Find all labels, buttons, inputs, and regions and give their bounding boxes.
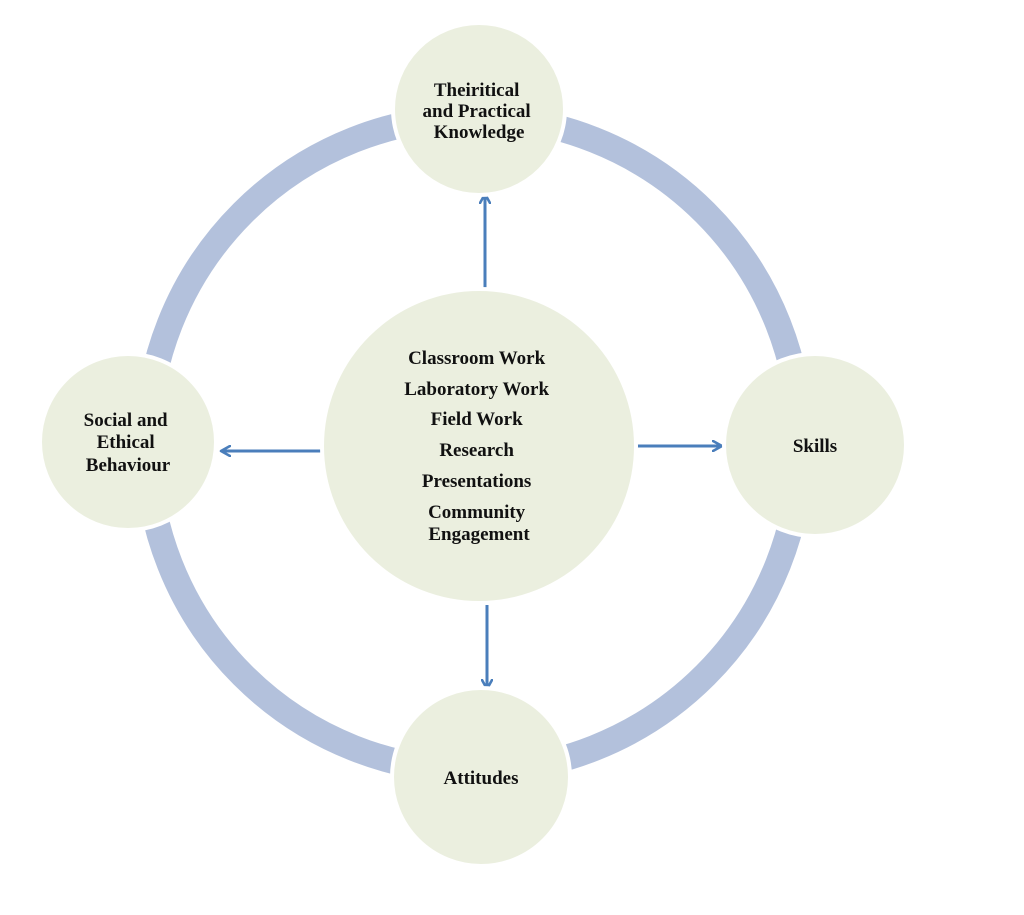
node-right-circle: [722, 352, 908, 538]
center-item-presentations: Presentations: [422, 471, 531, 492]
node-right: Skills: [722, 352, 908, 538]
node-top-line-3: Knowledge: [434, 122, 525, 143]
node-right-line-1: Skills: [793, 436, 837, 457]
center-item-classroom-work: Classroom Work: [408, 348, 545, 369]
center-item-community: Community: [428, 502, 526, 523]
node-bottom-label: Attitudes: [444, 768, 519, 789]
node-left-line-3: Behaviour: [86, 455, 171, 476]
node-right-label: Skills: [793, 436, 837, 457]
node-bottom: Attitudes: [390, 686, 572, 868]
center-item-laboratory-work: Laboratory Work: [404, 379, 549, 400]
center-item-engagement: Engagement: [428, 524, 530, 545]
node-top: Theiritical and Practical Knowledge: [391, 21, 567, 197]
center-activities-list: Classroom Work Laboratory Work Field Wor…: [404, 348, 554, 545]
node-bottom-circle: [390, 686, 572, 868]
node-bottom-line-1: Attitudes: [444, 768, 519, 789]
node-top-line-1: Theiritical: [434, 80, 519, 101]
node-center: Classroom Work Laboratory Work Field Wor…: [320, 287, 638, 605]
node-top-label: Theiritical and Practical Knowledge: [423, 80, 536, 143]
node-left-line-2: Ethical: [97, 432, 155, 453]
node-left: Social and Ethical Behaviour: [38, 352, 218, 532]
node-top-circle: [391, 21, 567, 197]
node-left-circle: [38, 352, 218, 532]
node-left-line-1: Social and: [84, 410, 168, 431]
node-top-line-2: and Practical: [423, 101, 531, 122]
center-item-research: Research: [439, 440, 514, 461]
center-item-field-work: Field Work: [431, 409, 523, 430]
node-center-circle: [320, 287, 638, 605]
node-left-label: Social and Ethical Behaviour: [84, 410, 173, 476]
